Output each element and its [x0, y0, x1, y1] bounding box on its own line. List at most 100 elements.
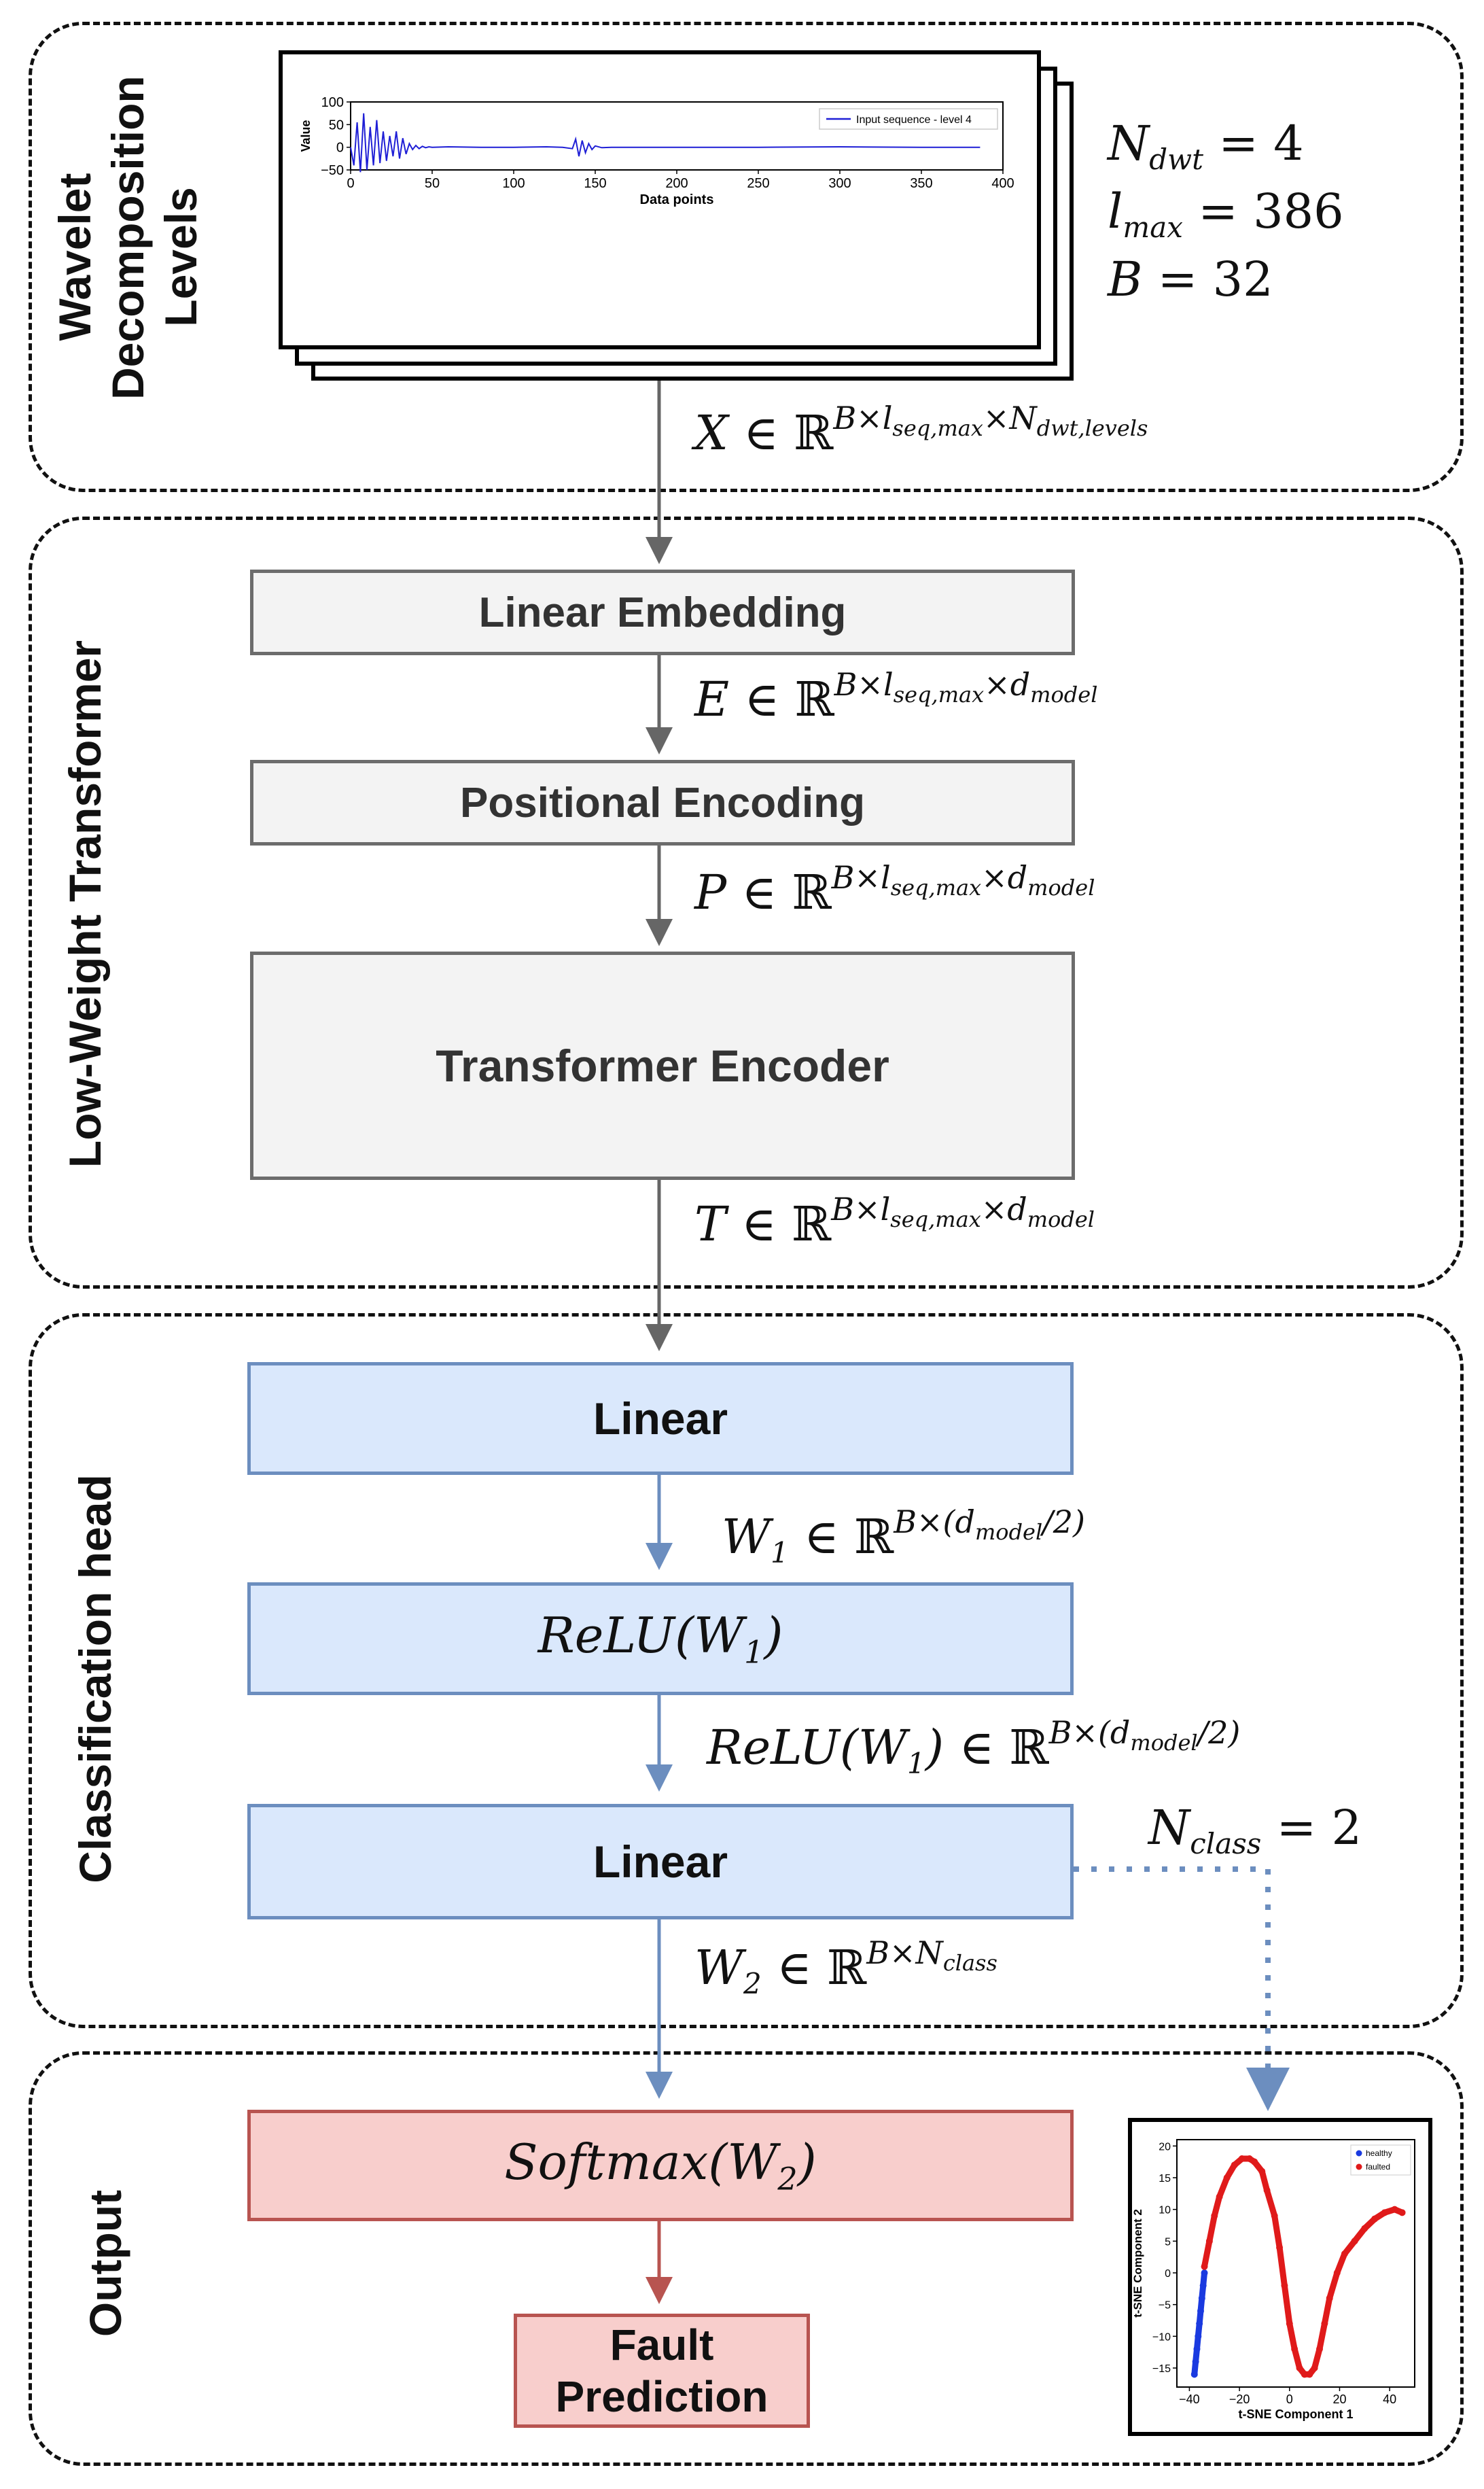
tsne-point-healthy — [1197, 2308, 1204, 2314]
linear-block-1: Linear — [247, 1362, 1074, 1475]
tsne-legend-swatch-faulted — [1356, 2163, 1362, 2170]
section-wavelet — [29, 22, 1464, 492]
tsne-y-tick-label: −5 — [1159, 2300, 1171, 2312]
tsne-legend-label-healthy: healthy — [1366, 2148, 1392, 2158]
signal-legend-label: Input sequence - level 4 — [856, 114, 972, 126]
tsne-point-healthy — [1198, 2295, 1205, 2302]
tsne-y-tick-label: −10 — [1152, 2331, 1171, 2343]
tsne-x-tick-label: −20 — [1229, 2392, 1250, 2406]
tsne-point-faulted — [1333, 2269, 1341, 2276]
tsne-point-faulted — [1326, 2295, 1333, 2302]
tensor-relu-w1: ReLU(W1) ∈ ℝB×(dmodel/2) — [707, 1714, 1241, 1780]
tsne-point-faulted — [1216, 2193, 1223, 2200]
tsne-point-faulted — [1205, 2238, 1213, 2245]
tsne-legend-swatch-healthy — [1356, 2150, 1362, 2157]
tsne-point-healthy — [1201, 2269, 1208, 2276]
transformer-encoder-block: Transformer Encoder — [250, 952, 1075, 1180]
param-l-max: lmax = 386 — [1108, 184, 1344, 244]
tsne-point-faulted — [1286, 2320, 1293, 2327]
tensor-x: X ∈ ℝB×lseq,max×Ndwt,levels — [694, 400, 1148, 461]
tsne-point-faulted — [1381, 2209, 1388, 2216]
relu-block: ReLU(W1) — [247, 1582, 1074, 1695]
tsne-point-faulted — [1231, 2161, 1238, 2169]
signal-x-tick-label: 300 — [828, 176, 851, 191]
tsne-y-tick-label: 0 — [1165, 2268, 1171, 2280]
tsne-x-axis-label: t-SNE Component 1 — [1239, 2407, 1354, 2421]
tsne-point-faulted — [1201, 2263, 1208, 2270]
tsne-point-healthy — [1199, 2282, 1207, 2289]
tsne-point-faulted — [1246, 2155, 1253, 2162]
param-n-class: Nclass = 2 — [1148, 1800, 1362, 1860]
signal-y-axis-label: Value — [299, 120, 313, 152]
tsne-y-tick-label: 20 — [1159, 2141, 1171, 2153]
tsne-point-faulted — [1398, 2209, 1406, 2216]
tsne-point-faulted — [1321, 2320, 1328, 2327]
signal-x-tick-label: 100 — [502, 176, 525, 191]
tsne-legend-label-faulted: faulted — [1366, 2162, 1390, 2172]
fault-prediction-block: Fault Prediction — [514, 2314, 810, 2428]
tsne-point-faulted — [1301, 2371, 1308, 2378]
tsne-point-faulted — [1351, 2238, 1358, 2245]
section-output — [29, 2051, 1464, 2466]
tsne-y-axis-label: t-SNE Component 2 — [1132, 2209, 1144, 2318]
signal-x-tick-label: 250 — [747, 176, 769, 191]
softmax-block: Softmax(W2) — [247, 2110, 1074, 2221]
tensor-w2: W2 ∈ ℝB×Nclass — [694, 1934, 997, 2000]
tsne-x-tick-label: 20 — [1332, 2392, 1346, 2406]
signal-x-tick-label: 150 — [584, 176, 606, 191]
signal-x-tick-label: 350 — [910, 176, 932, 191]
tsne-point-faulted — [1211, 2212, 1218, 2219]
signal-x-tick-label: 50 — [425, 176, 440, 191]
linear-block-2: Linear — [247, 1804, 1074, 1919]
tensor-p: P ∈ ℝB×lseq,max×dmodel — [694, 859, 1095, 920]
signal-y-tick-label: 0 — [336, 141, 344, 156]
tsne-point-faulted — [1263, 2187, 1271, 2194]
tsne-point-healthy — [1193, 2346, 1201, 2352]
positional-encoding-block: Positional Encoding — [250, 760, 1075, 846]
tsne-point-faulted — [1361, 2225, 1368, 2232]
signal-x-tick-label: 0 — [347, 176, 354, 191]
tsne-y-tick-label: 5 — [1165, 2236, 1171, 2248]
signal-x-axis-label: Data points — [640, 192, 714, 207]
tsne-point-faulted — [1316, 2346, 1323, 2352]
param-b: B = 32 — [1108, 251, 1273, 307]
tsne-legend-box — [1350, 2144, 1411, 2176]
tensor-e: E ∈ ℝB×lseq,max×dmodel — [694, 666, 1098, 727]
signal-y-tick-label: 100 — [321, 95, 344, 110]
tsne-point-faulted — [1276, 2244, 1284, 2251]
tsne-point-faulted — [1306, 2371, 1313, 2378]
param-n-dwt: Ndwt = 4 — [1108, 116, 1304, 176]
signal-y-tick-label: 50 — [329, 118, 344, 133]
tsne-point-faulted — [1271, 2212, 1278, 2219]
tsne-y-tick-label: 15 — [1159, 2173, 1171, 2185]
tensor-t: T ∈ ℝB×lseq,max×dmodel — [694, 1191, 1095, 1252]
tsne-point-faulted — [1296, 2365, 1303, 2371]
tsne-point-faulted — [1371, 2215, 1379, 2223]
tsne-x-tick-label: −40 — [1179, 2392, 1200, 2406]
tsne-point-faulted — [1238, 2155, 1246, 2162]
tsne-x-tick-label: 40 — [1383, 2392, 1396, 2406]
tsne-point-healthy — [1195, 2333, 1202, 2340]
signal-x-tick-label: 400 — [991, 176, 1014, 191]
tsne-point-healthy — [1192, 2358, 1199, 2365]
tsne-y-tick-label: −15 — [1152, 2363, 1171, 2375]
tsne-point-healthy — [1190, 2371, 1198, 2378]
section-transformer — [29, 517, 1464, 1289]
tsne-point-faulted — [1281, 2282, 1288, 2289]
tsne-point-faulted — [1341, 2250, 1348, 2257]
tsne-y-tick-label: 10 — [1159, 2205, 1171, 2216]
section-classification — [29, 1313, 1464, 2028]
tsne-point-healthy — [1196, 2320, 1203, 2327]
signal-y-tick-label: −50 — [321, 163, 344, 178]
tensor-w1: W1 ∈ ℝB×(dmodel/2) — [722, 1503, 1085, 1569]
tsne-point-faulted — [1391, 2206, 1398, 2213]
tsne-point-faulted — [1291, 2346, 1298, 2352]
signal-x-tick-label: 200 — [665, 176, 688, 191]
tsne-point-faulted — [1258, 2168, 1266, 2175]
